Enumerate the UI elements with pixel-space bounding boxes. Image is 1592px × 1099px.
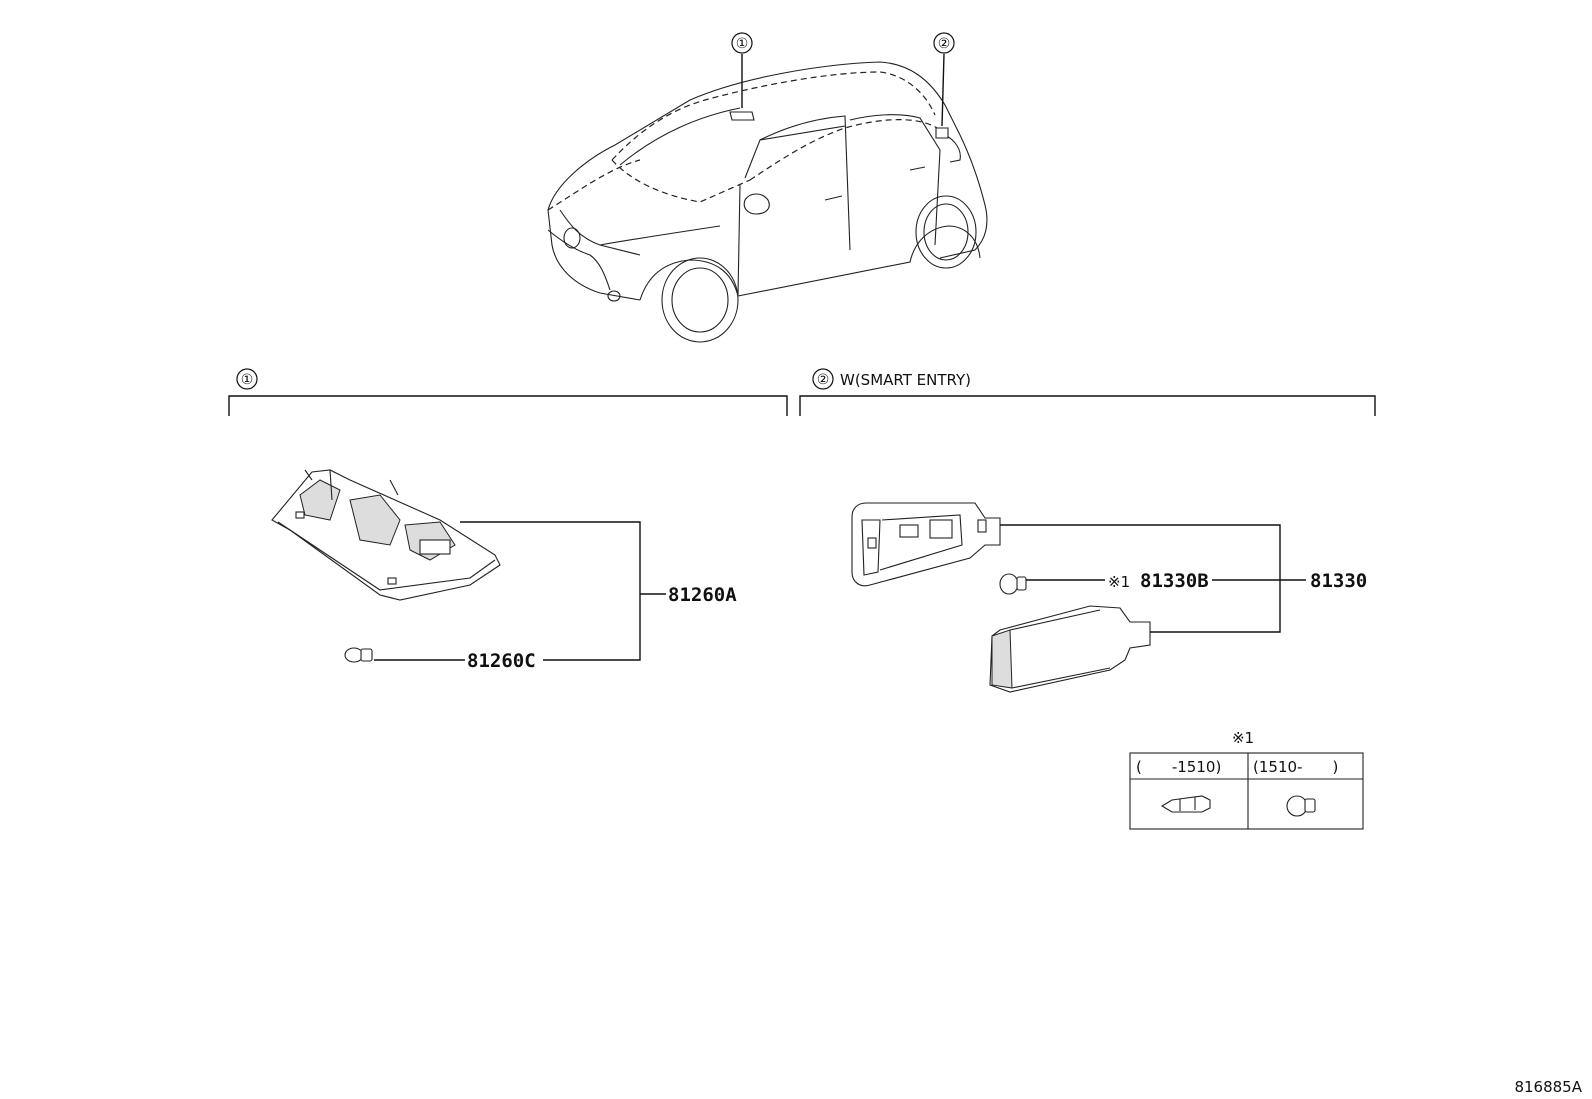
wedge-bulb-short-icon — [1286, 795, 1316, 817]
callout-2: ② — [933, 32, 955, 54]
luggage-lamp-lens-drawing — [989, 605, 1151, 693]
leader-81260 — [460, 521, 641, 661]
part-label-81330b[interactable]: 81330B — [1140, 570, 1209, 592]
leader-81330 — [1000, 524, 1281, 633]
callout-2-label: ② — [938, 36, 951, 52]
room-lamp-assembly-drawing — [271, 469, 501, 601]
luggage-lamp-marker — [935, 127, 949, 139]
luggage-lamp-bulb-drawing — [999, 573, 1027, 595]
car-illustration: ① ② — [547, 32, 988, 343]
part-label-81330[interactable]: 81330 — [1310, 570, 1367, 592]
wedge-bulb-long-icon — [1160, 795, 1211, 813]
part-label-81260a[interactable]: 81260A — [668, 584, 737, 606]
group-1: ① 81260A 81260C — [228, 368, 788, 672]
bulb-variant-table: ※1 ( -1510) (1510- ) — [1129, 729, 1364, 830]
group-2: ② W(SMART ENTRY) ※1 8133 — [799, 368, 1376, 830]
note-table-col-1-header: ( -1510) — [1136, 758, 1221, 776]
note-table-col-2-header: (1510- ) — [1253, 758, 1338, 776]
luggage-lamp-housing-drawing — [851, 502, 1001, 587]
interior-lamp-marker — [729, 111, 755, 121]
group-2-title: W(SMART ENTRY) — [840, 371, 971, 389]
group-2-bracket — [799, 395, 1376, 416]
group-1-bracket — [228, 395, 788, 416]
part-label-81260c[interactable]: 81260C — [467, 650, 536, 672]
figure-id: 816885A — [1514, 1078, 1582, 1096]
callout-1-label: ① — [736, 36, 749, 52]
bulb-note-marker: ※1 — [1108, 573, 1130, 591]
note-table-marker: ※1 — [1232, 729, 1254, 747]
room-lamp-bulb-drawing — [344, 647, 373, 663]
callout-1: ① — [731, 32, 753, 54]
group-2-marker: ② — [817, 372, 830, 388]
group-1-marker: ① — [241, 372, 254, 388]
